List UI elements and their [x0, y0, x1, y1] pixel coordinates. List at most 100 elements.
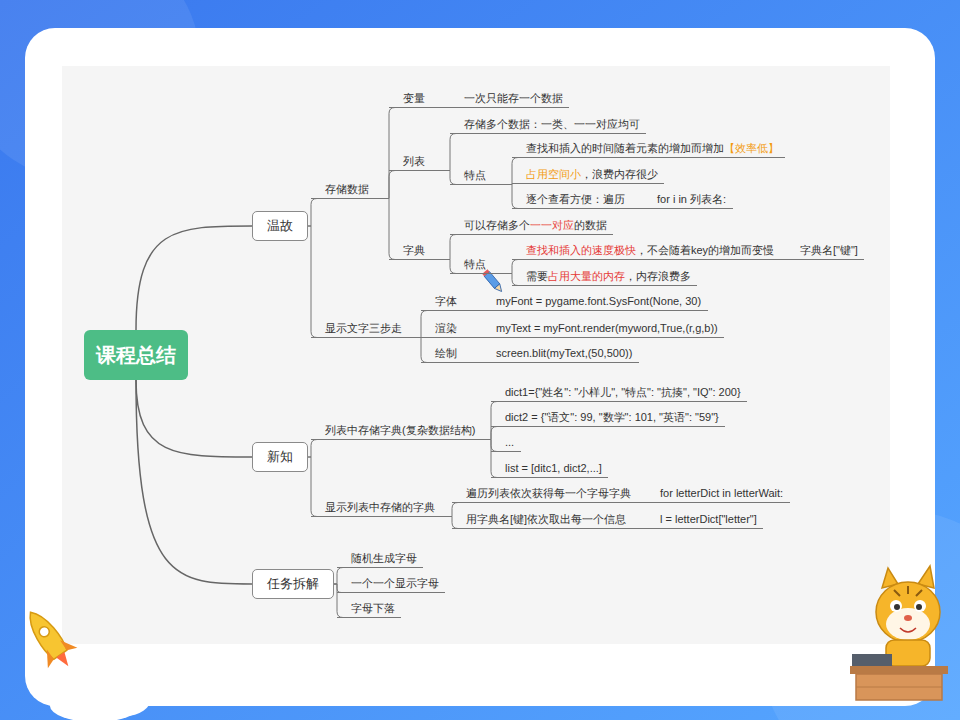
subtopic: l = letterDict["letter"] [646, 512, 763, 529]
connector [488, 440, 497, 452]
subtopic: 查找和插入的速度极快，不会随着key的增加而变慢 [512, 243, 783, 260]
topic-text: 字典 [403, 244, 425, 256]
subtopic: ... [491, 435, 521, 452]
topic-text: for i in 列表名: [657, 193, 726, 205]
connector [308, 440, 317, 458]
topic-text: 变量 [403, 92, 425, 104]
subtopic: myFont = pygame.font.SysFont(None, 30) [482, 294, 708, 311]
rocket [16, 602, 83, 677]
subtopic: 特点 [450, 257, 509, 274]
topic-text: 列表 [403, 155, 425, 167]
subtopic: myText = myFont.render(myword,True,(r,g,… [482, 321, 724, 338]
branch-topic: 温故 [252, 211, 308, 241]
root-topic: 课程总结 [84, 330, 188, 380]
connector [136, 380, 252, 457]
connector [418, 338, 427, 363]
subtopic: 字体 [421, 294, 479, 311]
subtopic: 列表中存储字典(复杂数据结构) [311, 423, 488, 440]
subtopic: list = [ditc1, dict2,...] [491, 461, 608, 478]
subtopic: 查找和插入的时间随着元素的增加而增加【效率低】 [512, 141, 785, 158]
topic-text: ，不会随着key的增加而变慢 [636, 244, 774, 256]
subtopic: 显示列表中存储的字典 [311, 500, 449, 517]
topic-text: ，内存浪费多 [625, 270, 691, 282]
subtopic: 逐个查看方便：遍历 [512, 192, 640, 209]
topic-text: 用字典名[键]依次取出每一个信息 [466, 513, 626, 525]
connector [386, 199, 395, 260]
branch-topic: 任务拆解 [252, 569, 334, 599]
connector [136, 380, 252, 584]
connector [418, 311, 427, 338]
topic-text: 特点 [464, 169, 486, 181]
branch-topic: 新知 [252, 442, 308, 472]
topic-text: 新知 [267, 449, 293, 464]
connector [509, 158, 518, 185]
topic-text: 占用大量的内存 [548, 270, 625, 282]
subtopic: 存储数据 [311, 182, 386, 199]
connector [136, 226, 252, 330]
connector [449, 503, 458, 517]
topic-text: 存储多个数据：一类、一一对应均可 [464, 118, 640, 130]
connector [509, 185, 518, 209]
topic-text: 字典名["键"] [800, 244, 858, 256]
subtopic: 绘制 [421, 346, 479, 363]
connector [447, 134, 456, 171]
subtopic: 随机生成字母 [337, 551, 423, 568]
subtopic: 需要占用大量的内存，内存浪费多 [512, 269, 697, 286]
subtopic: 变量 [389, 91, 447, 108]
subtopic: 一个一个显示字母 [337, 576, 445, 593]
topic-text: 存储数据 [325, 183, 369, 195]
subtopic: 字典名["键"] [786, 243, 864, 260]
connector [449, 517, 458, 529]
topic-text: 逐个查看方便：遍历 [526, 193, 625, 205]
topic-text: list = [ditc1, dict2,...] [505, 462, 602, 474]
topic-text: 绘制 [435, 347, 457, 359]
subtopic: 存储多个数据：一类、一一对应均可 [450, 117, 646, 134]
connector [447, 260, 456, 274]
subtopic: 渲染 [421, 321, 479, 338]
topic-text: dict1={"姓名": "小样儿", "特点": "抗揍", "IQ": 20… [505, 386, 741, 398]
topic-text: for letterDict in letterWait: [660, 487, 783, 499]
clouds [48, 680, 151, 720]
connector [509, 260, 518, 274]
subtopic: for letterDict in letterWait: [646, 486, 790, 503]
topic-text: dict2 = {"语文": 99, "数学": 101, "英语": "59"… [505, 411, 719, 423]
connector [488, 402, 497, 440]
topic-text: 显示列表中存储的字典 [325, 501, 435, 513]
topic-text: screen.blit(myText,(50,500)) [496, 347, 632, 359]
card [25, 28, 935, 706]
subtopic: 占用空间小，浪费内存很少 [512, 167, 664, 184]
topic-text: 温故 [267, 218, 293, 233]
subtopic: 显示文字三步走 [311, 321, 418, 338]
topic-text: ... [505, 436, 514, 448]
topic-text: 一个一个显示字母 [351, 577, 439, 589]
topic-text: 任务拆解 [267, 576, 319, 591]
tiger-mascot [850, 566, 948, 700]
topic-text: 一次只能存一个数据 [464, 92, 563, 104]
topic-text: 字体 [435, 295, 457, 307]
subtopic: 用字典名[键]依次取出每一个信息 [452, 512, 643, 529]
connector [308, 457, 317, 517]
topic-text: 字母下落 [351, 602, 395, 614]
subtopic: 字典 [389, 243, 447, 260]
connector [386, 171, 395, 199]
topic-text: myText = myFont.render(myword,True,(r,g,… [496, 322, 718, 334]
panel [62, 66, 890, 644]
subtopic: 列表 [389, 154, 447, 171]
topic-text: 占用空间小 [526, 168, 581, 180]
topic-text: l = letterDict["letter"] [660, 513, 757, 525]
subtopic: for i in 列表名: [643, 192, 733, 209]
topic-text: ，浪费内存很少 [581, 168, 658, 180]
subtopic: 遍历列表依次获得每一个字母字典 [452, 486, 643, 503]
connector [447, 171, 456, 185]
connector [488, 427, 497, 440]
topic-text: 列表中存储字典(复杂数据结构) [325, 424, 475, 436]
connector [509, 274, 518, 286]
topic-text: 需要 [526, 270, 548, 282]
topic-text: 【效率低】 [724, 142, 779, 154]
connector [386, 108, 395, 199]
subtopic: 特点 [450, 168, 509, 185]
topic-text: 课程总结 [96, 342, 176, 369]
topic-text: 查找和插入的时间随着元素的增加而增加 [526, 142, 724, 154]
